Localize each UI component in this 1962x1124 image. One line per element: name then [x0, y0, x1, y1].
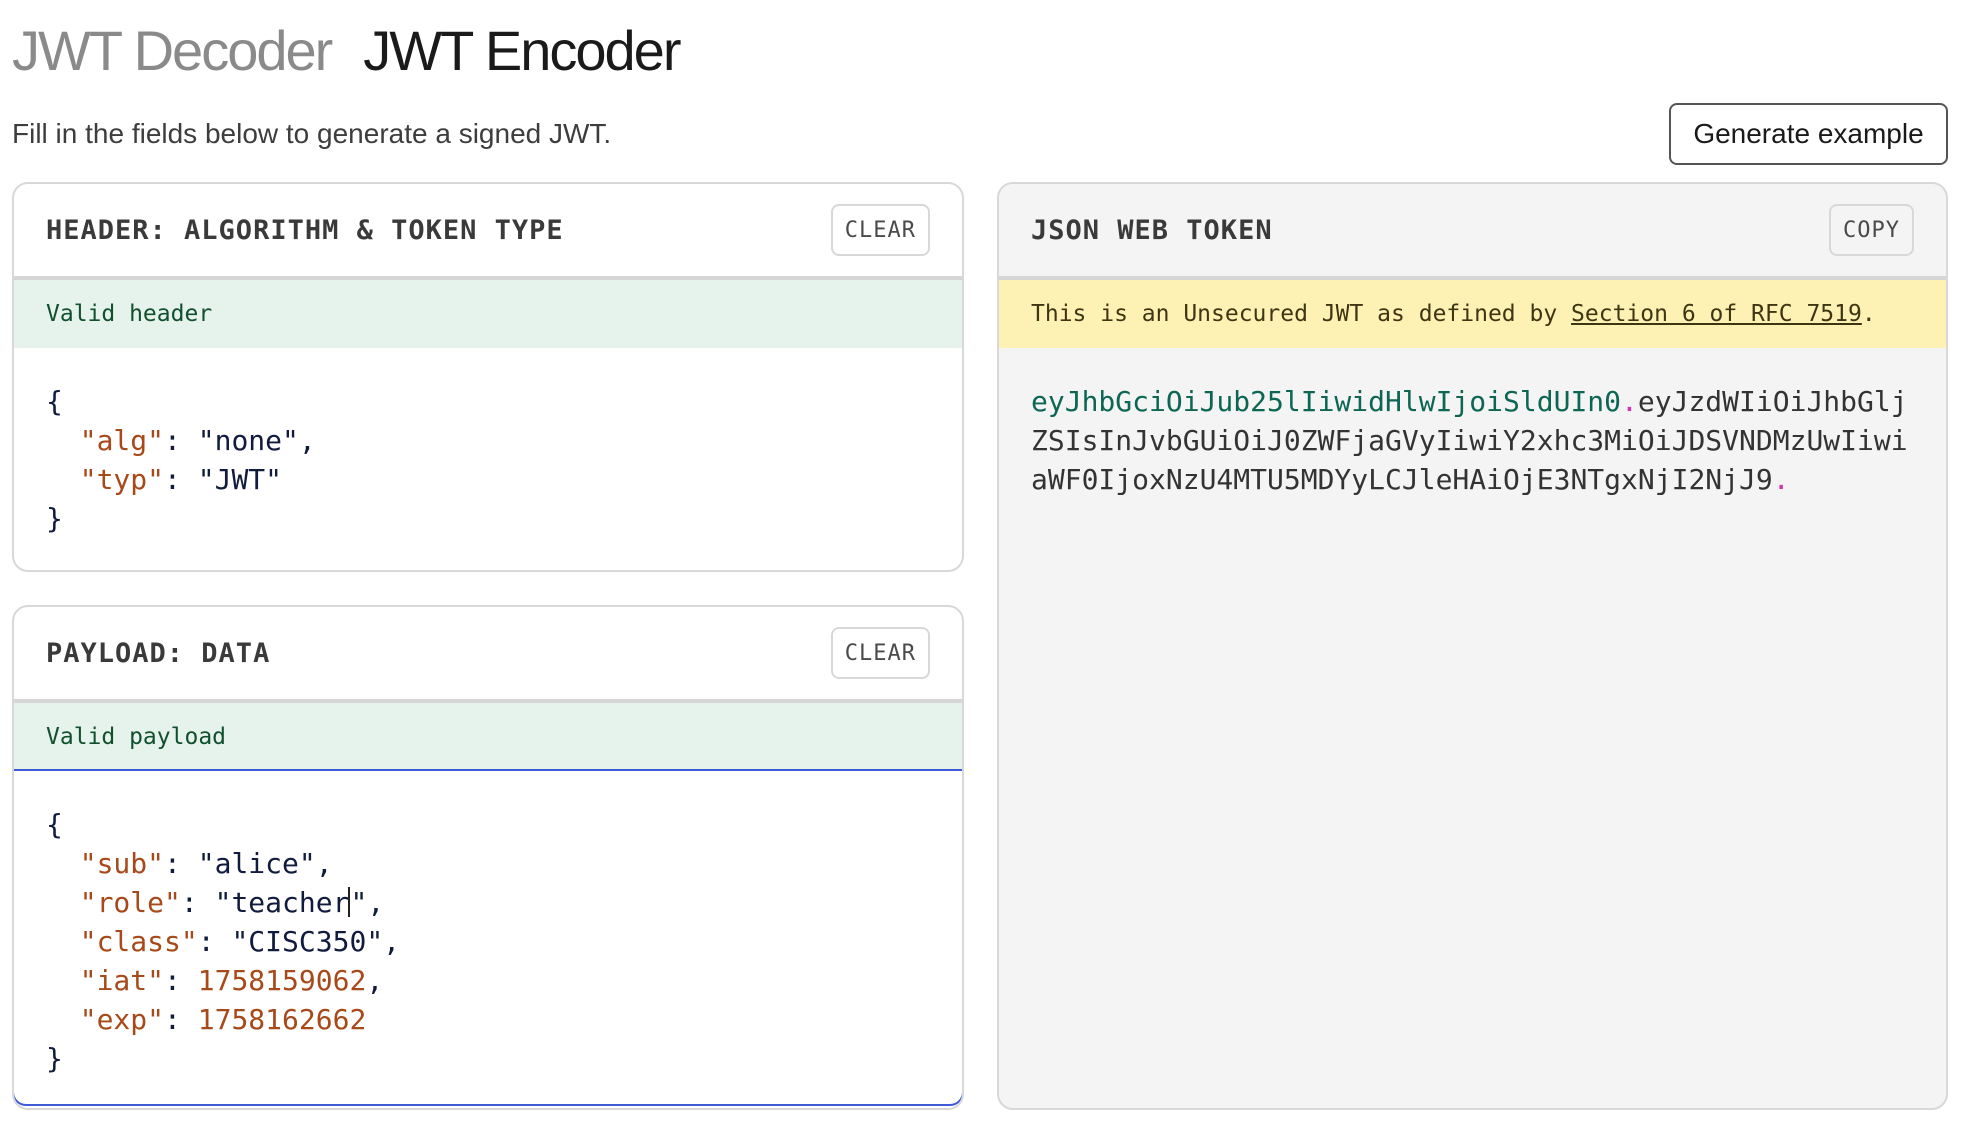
brace-close: } [46, 502, 63, 535]
rfc-link[interactable]: Section 6 of RFC 7519 [1571, 301, 1862, 327]
brace-open: { [46, 808, 63, 841]
payload-panel-head: PAYLOAD: DATA CLEAR [14, 607, 962, 703]
copy-token-button[interactable]: COPY [1829, 204, 1914, 256]
json-value: "none" [197, 424, 299, 457]
json-value: "alice" [197, 847, 316, 880]
payload-panel-title: PAYLOAD: DATA [46, 637, 271, 669]
json-value: "teacher [214, 886, 350, 919]
tab-jwt-encoder[interactable]: JWT Encoder [363, 19, 681, 82]
colon: : [164, 964, 198, 997]
header-json-editor[interactable]: { "alg": "none", "typ": "JWT" } [14, 348, 962, 570]
unsecured-warning: This is an Unsecured JWT as defined by S… [999, 280, 1946, 348]
mode-tabs: JWT Decoder JWT Encoder [12, 16, 681, 86]
json-key: "role" [79, 886, 181, 919]
header-status: Valid header [14, 280, 962, 348]
json-number: 1758159062 [197, 964, 367, 997]
comma: , [367, 886, 385, 919]
header-panel-head: HEADER: ALGORITHM & TOKEN TYPE CLEAR [14, 184, 962, 280]
json-value: "CISC350" [231, 925, 384, 958]
tab-jwt-decoder[interactable]: JWT Decoder [12, 19, 333, 82]
payload-json-editor[interactable]: { "sub": "alice", "role": "teacher", "cl… [14, 769, 962, 1106]
token-panel-title: JSON WEB TOKEN [1031, 214, 1273, 246]
token-header-segment: eyJhbGciOiJub25lIiwidHlwIjoiSldUIn0 [1031, 385, 1622, 418]
comma: , [315, 847, 333, 880]
colon: : [164, 424, 198, 457]
json-key: "typ" [79, 463, 165, 496]
json-key: "alg" [79, 424, 165, 457]
json-key: "class" [79, 925, 198, 958]
json-key: "iat" [79, 964, 165, 997]
token-panel: JSON WEB TOKEN COPY This is an Unsecured… [997, 182, 1948, 1110]
clear-header-button[interactable]: CLEAR [830, 204, 930, 256]
warning-text: This is an Unsecured JWT as defined by [1031, 301, 1572, 327]
clear-payload-button[interactable]: CLEAR [830, 627, 930, 679]
token-payload-segment: eyJzdWIiOiJhbGljZSIsInJvbGUiOiJ0ZWFjaGVy… [1031, 385, 1908, 496]
payload-panel: PAYLOAD: DATA CLEAR Valid payload { "sub… [12, 605, 964, 1110]
warning-suffix: . [1861, 301, 1876, 327]
token-panel-head: JSON WEB TOKEN COPY [999, 184, 1946, 280]
token-dot: . [1772, 463, 1790, 496]
comma: , [383, 925, 401, 958]
header-panel-title: HEADER: ALGORITHM & TOKEN TYPE [46, 214, 564, 246]
json-value: "JWT" [197, 463, 283, 496]
token-dot: . [1621, 385, 1638, 418]
colon: : [197, 925, 232, 958]
text-caret [348, 887, 351, 917]
colon: : [164, 847, 198, 880]
encoded-token: eyJhbGciOiJub25lIiwidHlwIjoiSldUIn0.eyJz… [999, 348, 1946, 533]
colon: : [180, 886, 215, 919]
colon: : [164, 1003, 198, 1036]
payload-status: Valid payload [14, 703, 962, 771]
brace-open: { [46, 385, 63, 418]
json-key: "sub" [79, 847, 165, 880]
json-value-rest: " [350, 886, 368, 919]
colon: : [164, 463, 198, 496]
header-panel: HEADER: ALGORITHM & TOKEN TYPE CLEAR Val… [12, 182, 964, 572]
comma: , [298, 424, 316, 457]
page-subtitle: Fill in the fields below to generate a s… [12, 118, 612, 149]
brace-close: } [46, 1042, 63, 1075]
json-key: "exp" [79, 1003, 165, 1036]
generate-example-button[interactable]: Generate example [1669, 103, 1948, 165]
json-number: 1758162662 [197, 1003, 367, 1036]
comma: , [366, 964, 384, 997]
